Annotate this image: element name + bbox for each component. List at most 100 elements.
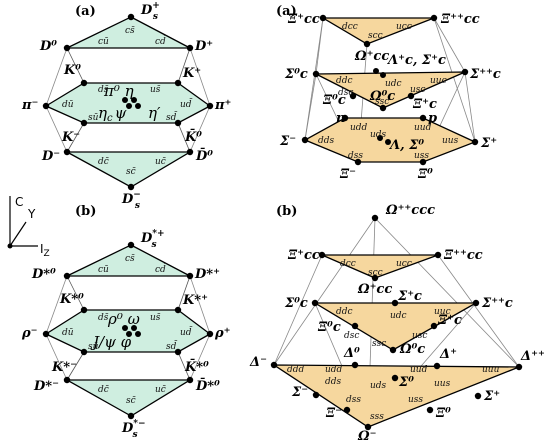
particle-dot (127, 13, 135, 21)
particle-label: D⁰ (39, 39, 57, 54)
vector-meson-multiplet: (b) D*+s D*⁰ D*⁺ K*⁰ K*⁺ ρ⁻ ρ⁺ K*⁻ K̄*⁰ … (21, 204, 231, 440)
particle-label: D*⁺ (194, 267, 220, 282)
particle-dot (206, 102, 214, 110)
particle-label: D̄⁰ (195, 147, 213, 164)
particle-label: Ξ⁺c (412, 97, 437, 112)
quark-content: dds (318, 136, 335, 146)
quark-content: uc̄ (155, 385, 166, 395)
center-label: η′ (148, 104, 161, 122)
top-triangle (66, 244, 191, 277)
particle-label: Σ⁰c (284, 67, 308, 82)
quark-content: uuu (482, 365, 500, 375)
quark-content: ud̄ (180, 98, 193, 110)
particle-dot (131, 97, 137, 103)
quark-content: cs̄ (125, 26, 135, 36)
particle-label: Σ⁺⁺c (481, 296, 513, 311)
quark-content: uus (434, 379, 451, 389)
particle-label: Λ⁺c, Σ⁺c (386, 53, 446, 68)
particle-dot (80, 79, 88, 87)
particle-label: Σ⁻ (291, 385, 308, 400)
particle-label: Ξ⁺⁺cc (440, 12, 480, 27)
particle-label: ρ⁻ (21, 326, 38, 341)
quark-content: uus (442, 136, 459, 146)
particle-dot (127, 183, 135, 191)
quark-content: udc (390, 311, 407, 321)
particle-dot (63, 148, 71, 156)
bottom-triangle (271, 364, 520, 428)
panel-label: (a) (75, 4, 96, 19)
particle-label: Ξ⁰ (417, 167, 433, 182)
quark-content: usc (410, 85, 425, 95)
panel-label: (a) (276, 4, 297, 19)
particle-label: Ξ⁰c (317, 320, 341, 335)
quark-content: ucc (396, 22, 412, 32)
pseudoscalar-meson-multiplet: (a) D+s D⁰ D⁺ K⁰ K⁺ π⁻ π⁺ K⁻ K̄⁰ D⁻ D̄⁰ … (21, 1, 231, 211)
quark-content: dsc (338, 88, 353, 98)
particle-label: Ω⁺⁺ccc (385, 203, 435, 218)
quark-content: ds̄ (98, 85, 109, 95)
particle-label: Ξ⁺cc (287, 12, 320, 27)
particle-label: K̄⁰ (184, 128, 202, 145)
particle-label: Ξ⁺c (437, 313, 462, 328)
quark-content: uss (414, 151, 429, 161)
quark-content: sc̄ (126, 396, 136, 406)
quark-content: sū (88, 342, 99, 352)
particle-dot (126, 103, 132, 109)
particle-label: Σ⁺ (483, 389, 500, 404)
particle-label: Ω⁺cc (357, 282, 392, 297)
quark-content: dc̄ (98, 385, 109, 395)
particle-dot (80, 119, 88, 127)
axes-indicator: C Y IZ (7, 195, 50, 259)
panel-label: (b) (276, 204, 297, 219)
quark-content: dcc (340, 259, 356, 269)
particle-label: Δ⁺⁺ (520, 349, 544, 364)
quark-content: scc (368, 31, 383, 41)
particle-label: Σ⁻ (279, 134, 296, 149)
particle-label: D*⁻ (33, 379, 59, 394)
quark-content: uc̄ (155, 157, 166, 167)
axis-label-c: C (15, 195, 23, 209)
quark-content: ud̄ (180, 326, 193, 338)
particle-label: Ξ⁰c (322, 93, 346, 108)
particle-label: K*⁻ (51, 360, 77, 375)
particle-label: Ω⁻ (357, 429, 376, 442)
top-triangle (321, 254, 439, 279)
particle-label: D⁻ (41, 149, 60, 164)
middle-triangle (315, 71, 466, 109)
quark-content: sd̄ (166, 340, 178, 352)
particle-label: D̄*⁰ (195, 377, 220, 394)
particle-label: p (428, 111, 437, 126)
baryon-octet-multiplet: (a) Ξ⁺cc Ξ⁺⁺cc Ω⁺cc dcc ucc scc Σ⁰c Σ⁺⁺c… (276, 4, 501, 182)
center-label: π⁰ η (103, 82, 134, 100)
quark-content: scc (368, 268, 383, 278)
quark-content: dss (346, 395, 361, 405)
top-triangle (66, 16, 191, 49)
particle-label: K⁺ (182, 66, 201, 81)
quark-content: uuc (434, 307, 451, 317)
center-label: ρ⁰ ω (107, 310, 140, 328)
particle-label: K̄*⁰ (184, 358, 209, 375)
quark-content: cū (98, 37, 109, 47)
quark-content: uss (408, 395, 423, 405)
particle-label: Σ⁺ (480, 136, 497, 151)
particle-dot (63, 44, 71, 52)
particle-label: Λ, Σ⁰ (388, 138, 424, 153)
particle-dot (122, 97, 128, 103)
quark-content: us̄ (150, 313, 161, 323)
particle-label: K⁻ (61, 130, 80, 145)
quark-content: sd̄ (166, 111, 178, 123)
particle-label: Ξ⁰ (435, 406, 451, 421)
quark-content: us̄ (150, 85, 161, 95)
quark-content: dc̄ (98, 157, 109, 167)
particle-dot (135, 103, 141, 109)
quark-content: udd (350, 123, 368, 133)
quark-content: sū (88, 113, 99, 123)
axis-label-y: Y (27, 207, 36, 221)
particle-label: D⁺ (194, 39, 213, 54)
particle-label: Ξ⁺cc (287, 248, 320, 263)
quark-content: udd (325, 365, 343, 375)
particle-label: Δ⁺ (439, 347, 457, 362)
